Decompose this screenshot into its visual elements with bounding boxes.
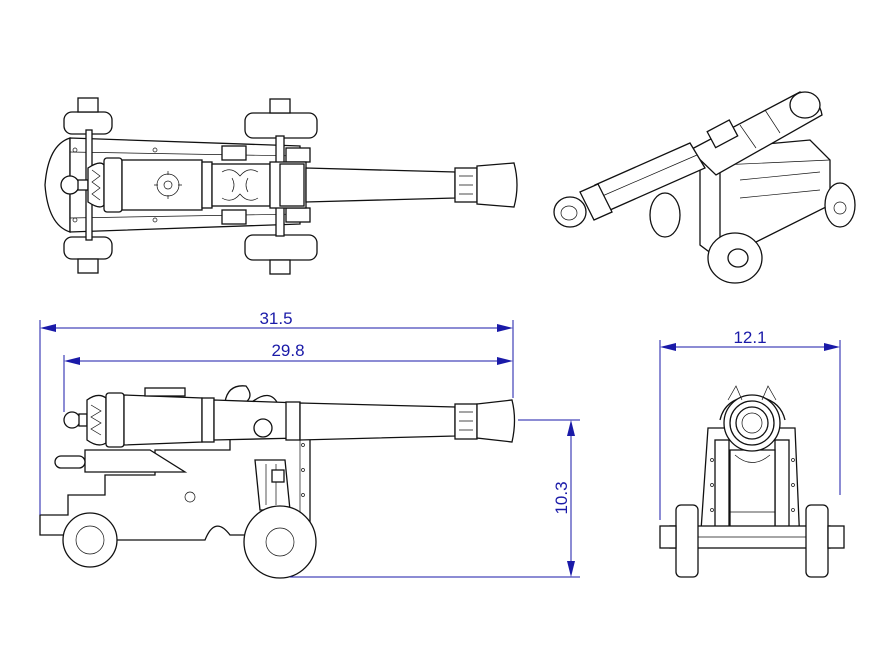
side-view	[39, 385, 516, 579]
barrel-length-label: 29.8	[271, 341, 304, 360]
dimension-height: 10.3	[290, 419, 580, 578]
width-label: 12.1	[733, 328, 766, 347]
top-view	[44, 97, 518, 275]
height-label: 10.3	[552, 481, 571, 514]
dimension-overall-length: 31.5	[39, 309, 514, 515]
dimension-width: 12.1	[659, 328, 841, 520]
dimension-barrel-length: 29.8	[63, 341, 513, 412]
overall-length-label: 31.5	[259, 309, 292, 328]
front-view	[659, 385, 845, 578]
isometric-view	[553, 91, 856, 284]
